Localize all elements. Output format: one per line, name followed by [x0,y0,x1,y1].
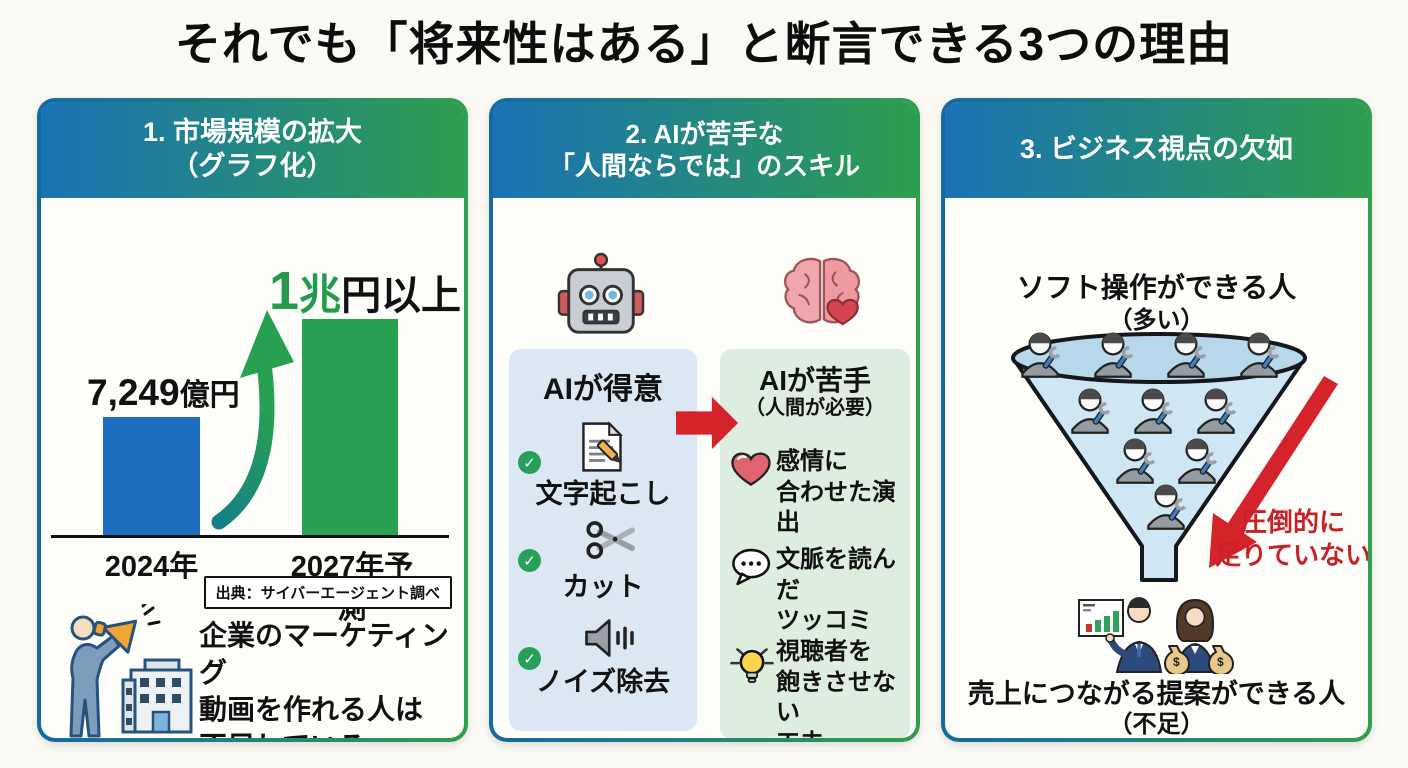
brain-heart-icon [777,252,867,338]
ai-good-item-2: カット [562,572,644,602]
ai-bad-box: AIが苦手 （人間が必要） 感情に 合わせた演出 [720,349,910,738]
axis-label-2024: 2024年 [104,551,199,583]
panel-market-header-line1: 1. 市場規模の拡大 [142,117,363,148]
funnel-icon [1007,332,1312,594]
warning-text: 圧倒的に 足りていない [1214,507,1368,571]
ai-bad-item-3: 視聴者を 飽きさせない 工夫 [776,638,896,738]
heart-icon [729,449,773,489]
bar-2027 [302,319,398,535]
page-title: それでも「将来性はある」と断言できる3つの理由 [174,18,1234,70]
panel-market-header: 1. 市場規模の拡大 （グラフ化） [41,102,464,198]
robot-icon [557,252,645,342]
panel-ai-header: 2. AIが苦手な 「人間ならでは」のスキル [493,102,916,198]
lightbulb-icon [728,639,776,689]
source-box: 出典：サイバーエージェント調べ [203,576,452,609]
money-bag-icon: $ [1164,645,1190,674]
value-label-2024: 7,249億円 [87,372,240,413]
panel-market-header-line2: （グラフ化） [171,151,334,181]
funnel-bottom-label: 売上につながる提案ができる人 [967,679,1346,709]
panel-business-header: 3. ビジネス視点の欠如 [945,102,1368,198]
check-icon: ✓ [518,451,541,474]
speech-bubble-icon [730,547,774,587]
ai-bad-subtitle: （人間が必要） [745,397,885,419]
building-icon [121,658,193,734]
ai-good-item-1: 文字起こし [535,479,671,509]
svg-text:$: $ [1217,655,1224,669]
funnel-bottom-sublabel: （不足） [1108,711,1205,738]
ai-bad-item-1: 感情に 合わせた演出 [776,448,896,537]
ai-good-item-3: ノイズ除去 [535,667,671,697]
document-pencil-icon [577,419,635,475]
panel-market: 1. 市場規模の拡大 （グラフ化） 2024年 2027年予測 7,249億円 … [37,98,468,742]
announcer-building-icon [61,604,193,738]
panel-ai-skills: 2. AIが苦手な 「人間ならでは」のスキル [489,98,920,742]
funnel-top-label: ソフト操作ができる人 [1016,272,1297,303]
value-label-2027: 1兆円以上 [269,261,462,321]
market-caption: 企業のマーケティング 動画を作れる人は 不足している。 [199,620,449,738]
svg-text:$: $ [1173,655,1180,669]
ai-good-box: AIが得意 ✓ 文 [509,349,697,731]
ai-bad-title: AIが苦手 [758,365,871,396]
speaker-icon [583,617,639,659]
panel-ai-header-line1: 2. AIが苦手な [625,118,784,149]
growth-arrow-icon [207,298,307,538]
ai-bad-item-2: 文脈を読んだ ツッコミ [776,546,896,635]
megaphone-person-icon [69,604,161,738]
arrow-right-icon [676,394,740,452]
panel-business: 3. ビジネス視点の欠如 ソフト操作ができる人 （多い） [941,98,1372,742]
money-bag-icon: $ [1208,645,1234,674]
bar-2024 [103,417,200,535]
red-down-arrow-icon [1181,372,1351,582]
check-icon: ✓ [518,647,541,670]
panel-business-header-line: 3. ビジネス視点の欠如 [1019,134,1294,165]
check-icon: ✓ [518,549,541,572]
axis-line [51,535,449,538]
business-people-icon: $ $ [1077,594,1237,674]
funnel-top-sublabel: （多い） [1108,307,1205,334]
ai-good-title: AIが得意 [543,373,663,406]
scissors-icon [585,517,637,563]
panel-ai-header-line2: 「人間ならでは」のスキル [548,151,861,181]
